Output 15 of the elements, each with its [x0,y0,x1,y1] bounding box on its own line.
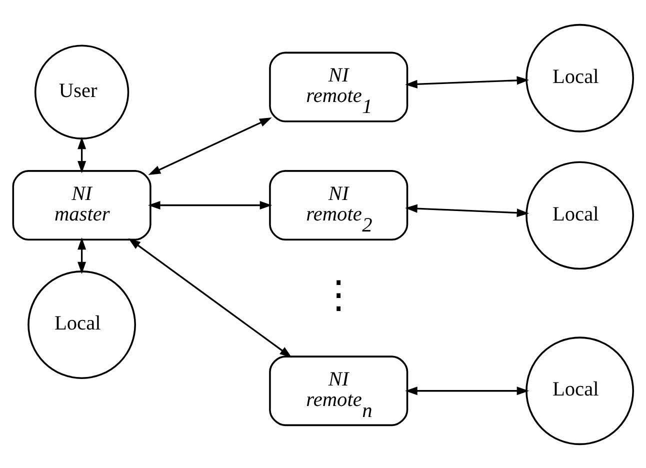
arrow [405,204,530,217]
node-circle: User [34,44,130,139]
arrow [78,236,86,274]
node-circle: Local [28,270,136,378]
arrow [128,238,292,358]
node-circle: Local [526,336,634,445]
arrow [405,76,530,88]
node-circle: Local [526,23,634,132]
arrow [148,116,272,174]
arrow [405,386,530,395]
arrow [148,200,272,210]
node-box: NI master [12,170,152,240]
arrow [78,136,86,173]
node-circle: Local [526,160,634,270]
label: ⋮ [320,272,358,316]
